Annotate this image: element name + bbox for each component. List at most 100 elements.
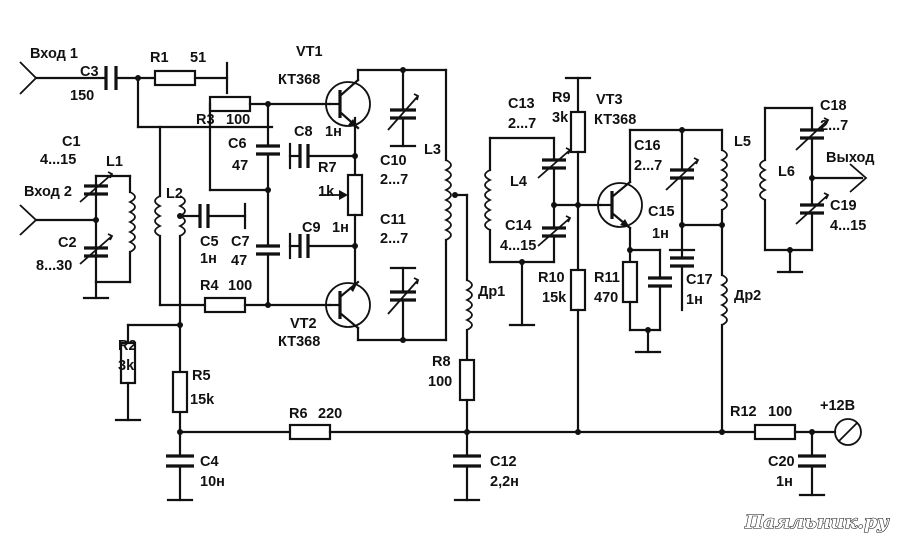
l5-label: L5 <box>734 134 751 150</box>
push-pull-input-network <box>208 95 364 308</box>
l1-label: L1 <box>106 154 123 170</box>
c3-value: 150 <box>70 88 94 104</box>
r11-label: R11 <box>594 270 620 286</box>
c15-value: 1н <box>652 226 669 242</box>
r7-label: R7 <box>318 160 337 176</box>
c6-label: C6 <box>228 136 247 152</box>
c20-label: C20 <box>768 454 795 470</box>
dr1-label: Др1 <box>478 284 505 300</box>
r3-label: R3 <box>196 112 215 128</box>
r8-value: 100 <box>428 374 452 390</box>
r1-value: 51 <box>190 50 206 66</box>
c9-label: C9 <box>302 220 321 236</box>
vt2-label: VT2 <box>290 316 317 332</box>
component-labels: Вход 1 C3 150 R1 51 C1 4...15 L1 Вход 2 … <box>24 44 874 490</box>
potentiometer-r7 <box>346 173 364 217</box>
c7-value: 47 <box>231 253 247 269</box>
r6-label: R6 <box>289 406 308 422</box>
c18-value: 2...7 <box>820 118 848 134</box>
c13-value: 2...7 <box>508 116 536 132</box>
r7-value: 1k <box>318 184 335 200</box>
transistor-vt2 <box>325 280 371 342</box>
c2-label: C2 <box>58 235 77 251</box>
r8-label: R8 <box>432 354 451 370</box>
resistor-r10 <box>569 268 587 312</box>
c16-value: 2...7 <box>634 158 662 174</box>
c15-label: C15 <box>648 204 675 220</box>
c1-label: C1 <box>62 134 81 150</box>
supply-rail <box>178 418 862 497</box>
r4-value: 100 <box>228 278 252 294</box>
vt2-type: КТ368 <box>278 334 320 350</box>
transistor-vt3 <box>597 182 643 228</box>
r6-value: 220 <box>318 406 342 422</box>
supply-label: +12В <box>820 398 855 414</box>
r4-label: R4 <box>200 278 219 294</box>
r9-label: R9 <box>552 90 571 106</box>
resistor-r12 <box>753 423 797 441</box>
c17-value: 1н <box>686 292 703 308</box>
c12-value: 2,2н <box>490 474 519 490</box>
choke-dr1 <box>464 279 473 331</box>
c16-label: C16 <box>634 138 661 154</box>
inductor-l6 <box>759 159 768 201</box>
l2-label: L2 <box>166 186 183 202</box>
c5-value: 1н <box>200 251 217 267</box>
c8-label: C8 <box>294 124 313 140</box>
c20-value: 1н <box>776 474 793 490</box>
c10-label: C10 <box>380 153 407 169</box>
input-1-label: Вход 1 <box>30 46 78 62</box>
c9-value: 1н <box>332 220 349 236</box>
resistor-r1 <box>153 69 197 87</box>
r10-value: 15k <box>542 290 567 306</box>
c5-label: C5 <box>200 234 219 250</box>
vt3-type: КТ368 <box>594 112 636 128</box>
r1-label: R1 <box>150 50 169 66</box>
resistor-r5 <box>171 370 189 414</box>
c19-value: 4...15 <box>830 218 866 234</box>
output-label: Выход <box>826 150 874 166</box>
vt3-label: VT3 <box>596 92 623 108</box>
input-2-terminal-icon <box>19 204 38 236</box>
resistor-r9 <box>569 110 587 154</box>
resistor-r11 <box>621 260 639 304</box>
inductor-l3 <box>443 159 452 241</box>
c7-label: C7 <box>231 234 250 250</box>
resistor-r4 <box>203 296 247 314</box>
r11-value: 470 <box>594 290 618 306</box>
r12-value: 100 <box>768 404 792 420</box>
power-terminal-icon <box>834 418 862 446</box>
input-1-terminal-icon <box>19 61 38 95</box>
c6-value: 47 <box>232 158 248 174</box>
c4-label: C4 <box>200 454 219 470</box>
inductor-l5 <box>719 149 728 211</box>
c13-label: C13 <box>508 96 535 112</box>
c10-value: 2...7 <box>380 172 408 188</box>
r5-value: 15k <box>190 392 215 408</box>
l4-label: L4 <box>510 174 527 190</box>
input-2-label: Вход 2 <box>24 184 72 200</box>
resistor-r3 <box>208 95 252 113</box>
resistor-r8 <box>458 358 476 402</box>
vt3-stage <box>564 76 728 434</box>
c17-label: C17 <box>686 272 713 288</box>
r2-label: R2 <box>118 338 137 354</box>
c14-value: 4...15 <box>500 238 536 254</box>
c8-value: 1н <box>325 124 342 140</box>
choke-dr2 <box>719 274 728 326</box>
l3-label: L3 <box>424 142 441 158</box>
c12-label: C12 <box>490 454 517 470</box>
c4-value: 10н <box>200 474 225 490</box>
l6-label: L6 <box>778 164 795 180</box>
transistor-vt1 <box>325 68 371 130</box>
r5-label: R5 <box>192 368 211 384</box>
vt1-label: VT1 <box>296 44 323 60</box>
input-2-section <box>19 171 136 300</box>
c14-label: C14 <box>505 218 532 234</box>
r3-value: 100 <box>226 112 250 128</box>
vt1-type: КТ368 <box>278 72 320 88</box>
c2-value: 8...30 <box>36 258 72 274</box>
output-terminal-icon <box>849 163 868 193</box>
watermark: Паяльник.ру <box>744 511 890 533</box>
